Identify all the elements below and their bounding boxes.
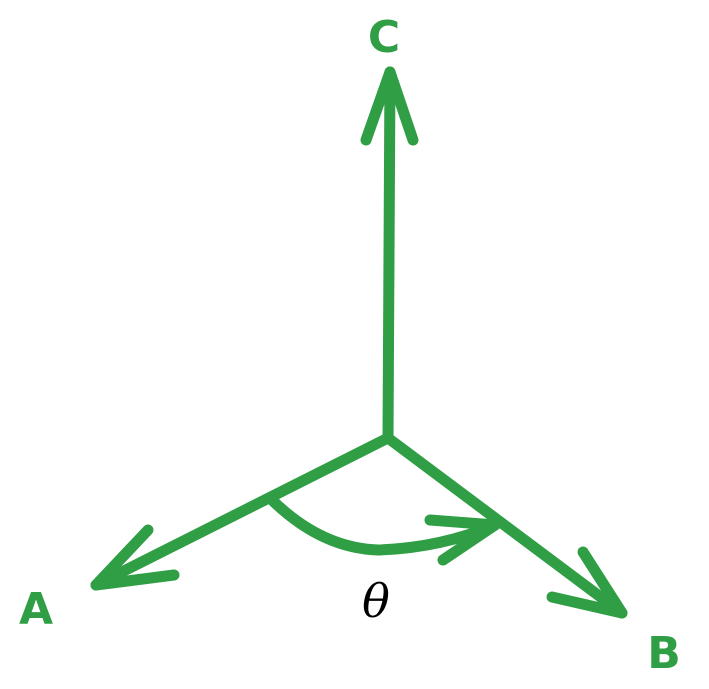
vector-b-shaft <box>382 432 628 619</box>
vector-b-arrow <box>382 432 628 619</box>
vector-c-arrowhead <box>360 66 419 146</box>
vector-c-label: C <box>368 12 400 63</box>
vector-b-arrowhead <box>546 546 628 619</box>
vector-a-arrow <box>90 432 394 591</box>
vector-a-shaft <box>90 432 394 591</box>
angle-arc-arrowhead <box>424 514 501 566</box>
vector-c-arrow <box>360 66 419 444</box>
vector-c-shaft <box>382 66 396 444</box>
vector-a-label: A <box>19 584 53 635</box>
angle-arc <box>264 492 501 566</box>
angle-theta-label: θ <box>362 574 390 628</box>
angle-arc-curve <box>264 492 501 556</box>
vector-a-arrowhead <box>90 524 180 591</box>
vector-b-label: B <box>647 628 681 679</box>
